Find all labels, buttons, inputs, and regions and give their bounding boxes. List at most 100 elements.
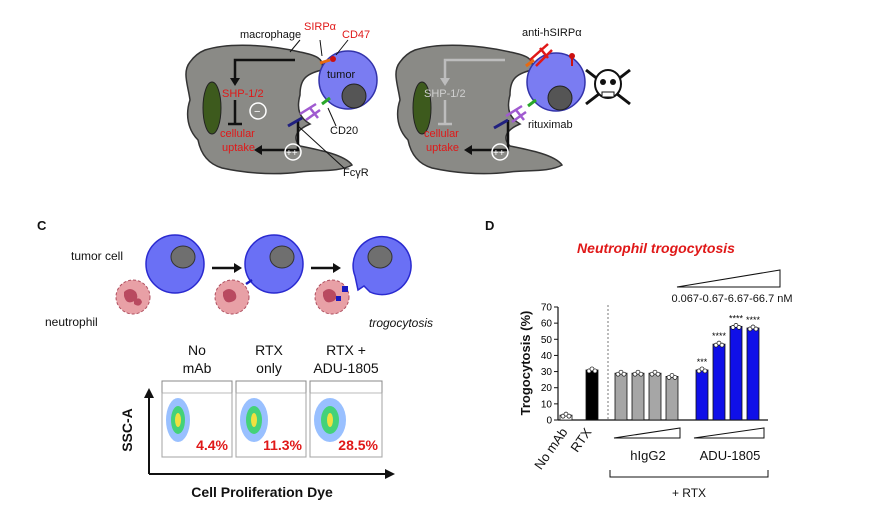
y-axis-label: Trogocytosis (%) <box>518 311 533 416</box>
uptake-label-2: uptake <box>426 142 459 154</box>
plot-3-title-2: ADU-1805 <box>313 360 379 376</box>
data-point <box>592 368 598 374</box>
higg2-wedge <box>613 427 681 439</box>
neutrophil-stage-3 <box>314 279 350 315</box>
bar-6 <box>695 369 709 421</box>
plus-rtx-label: + RTX <box>672 486 706 500</box>
minus-label: − <box>254 106 260 118</box>
category-adu-1805: ADU-1805 <box>700 448 761 463</box>
fcyr-receptor-2 <box>493 118 509 130</box>
data-point <box>621 371 627 377</box>
shp-label: SHP-1/2 <box>222 88 264 100</box>
panel-c: C tumor cell neutrophil trogocytosis <box>37 218 433 500</box>
data-point <box>736 325 742 330</box>
tumor-nucleus-stage-2 <box>269 245 295 269</box>
tumor-label: tumor <box>327 69 355 81</box>
adu-wedge <box>693 427 765 439</box>
bars-group: *************** <box>559 313 761 421</box>
signal-arrowhead-2 <box>440 78 450 86</box>
rituximab-label: rituximab <box>528 119 573 131</box>
flow-x-arrowhead <box>385 469 395 479</box>
plus-circle-2 <box>491 143 509 161</box>
y-tick-label: 0 <box>546 416 552 427</box>
y-tick-label: 10 <box>541 399 553 410</box>
y-tick-label: 30 <box>541 367 553 378</box>
flow-y-arrowhead <box>144 388 154 398</box>
cellular-label-2: cellular <box>424 128 459 140</box>
flow-y-label: SSC-A <box>119 408 135 452</box>
panel-b-left-diagram: macrophage SIRPα CD47 tumor SHP-1/2 − ce… <box>185 21 378 179</box>
chart-title: Neutrophil trogocytosis <box>577 240 735 256</box>
concentration-label: 0.067-0.67-6.67-66.7 nM <box>671 293 792 305</box>
neutrophil-stage-1 <box>115 279 151 315</box>
neutrophil-label: neutrophil <box>45 315 98 329</box>
bar-5 <box>665 376 679 421</box>
skull-crossbones-icon <box>585 68 631 106</box>
sirpa-receptor-2 <box>525 58 535 68</box>
sirpa-label: SIRPα <box>304 21 337 33</box>
plot-1-title-1: No <box>188 342 206 358</box>
plot-3-title-1: RTX + <box>326 342 366 358</box>
category-no-mab: No mAb <box>531 425 570 472</box>
arrow-2 <box>311 263 341 273</box>
uptake-arrowhead <box>254 145 262 155</box>
sirpa-pointer <box>319 39 323 57</box>
bar-3 <box>631 372 645 421</box>
category-rtx: RTX <box>567 425 594 455</box>
data-point <box>655 371 661 377</box>
bar-2 <box>614 372 628 421</box>
plusplus-label: ++ <box>286 148 298 159</box>
fcyr-pointer <box>297 125 345 169</box>
bar-9 <box>746 327 760 421</box>
tumor-nucleus-stage-1 <box>170 245 196 269</box>
cd20-receptor-2 <box>527 98 537 108</box>
data-point <box>672 375 678 380</box>
tumor-nucleus-2 <box>547 85 573 111</box>
rituximab-antibody-2 <box>505 104 527 124</box>
flow-plot-1 <box>161 380 233 458</box>
fcyr-label: FcγR <box>343 167 369 179</box>
data-point <box>719 342 725 348</box>
macrophage-label: macrophage <box>240 29 301 41</box>
significance-label: **** <box>746 315 761 325</box>
trogocytosis-label: trogocytosis <box>369 316 433 330</box>
anti-sirpa-antibody <box>529 43 553 67</box>
data-point <box>702 368 708 374</box>
plot-2-percent: 11.3% <box>263 437 302 453</box>
panel-b-right-diagram: anti-hSIRPα SHP-1/2 cellular uptake ++ r… <box>395 27 631 175</box>
data-point <box>566 413 572 419</box>
plus-rtx-bracket <box>609 470 769 478</box>
uptake-label: uptake <box>222 142 255 154</box>
y-tick-label: 20 <box>541 383 553 394</box>
plusplus-label-2: ++ <box>493 148 505 159</box>
cd20-pointer <box>327 107 337 127</box>
rituximab-antibody <box>299 102 321 122</box>
tumor-nucleus-stage-3 <box>367 245 393 269</box>
macrophage-nucleus <box>202 81 222 135</box>
significance-label: **** <box>712 331 727 341</box>
cd47-ligand-2 <box>569 53 575 59</box>
flow-x-label: Cell Proliferation Dye <box>191 484 333 500</box>
plus-circle <box>284 143 302 161</box>
cd47-label: CD47 <box>342 29 370 41</box>
bar-7 <box>712 343 726 421</box>
flow-plot-3 <box>309 380 383 458</box>
tumor-nucleus <box>341 83 367 109</box>
signal-arrow <box>233 58 295 78</box>
plot-1-percent: 4.4% <box>196 437 228 453</box>
panel-c-letter: C <box>37 218 47 233</box>
bar-1 <box>585 369 599 421</box>
data-point <box>638 371 644 377</box>
flow-plot-2 <box>235 380 307 458</box>
uptake-arrow <box>262 120 300 152</box>
plot-3-percent: 28.5% <box>338 437 378 453</box>
uptake-arrowhead-2 <box>464 145 472 155</box>
plot-2-title-2: only <box>256 360 282 376</box>
plot-2-title-1: RTX <box>255 342 283 358</box>
category-higg2: hIgG2 <box>630 448 665 463</box>
sirpa-receptor <box>319 58 331 65</box>
panel-d-letter: D <box>485 218 494 233</box>
significance-label: *** <box>697 357 708 367</box>
